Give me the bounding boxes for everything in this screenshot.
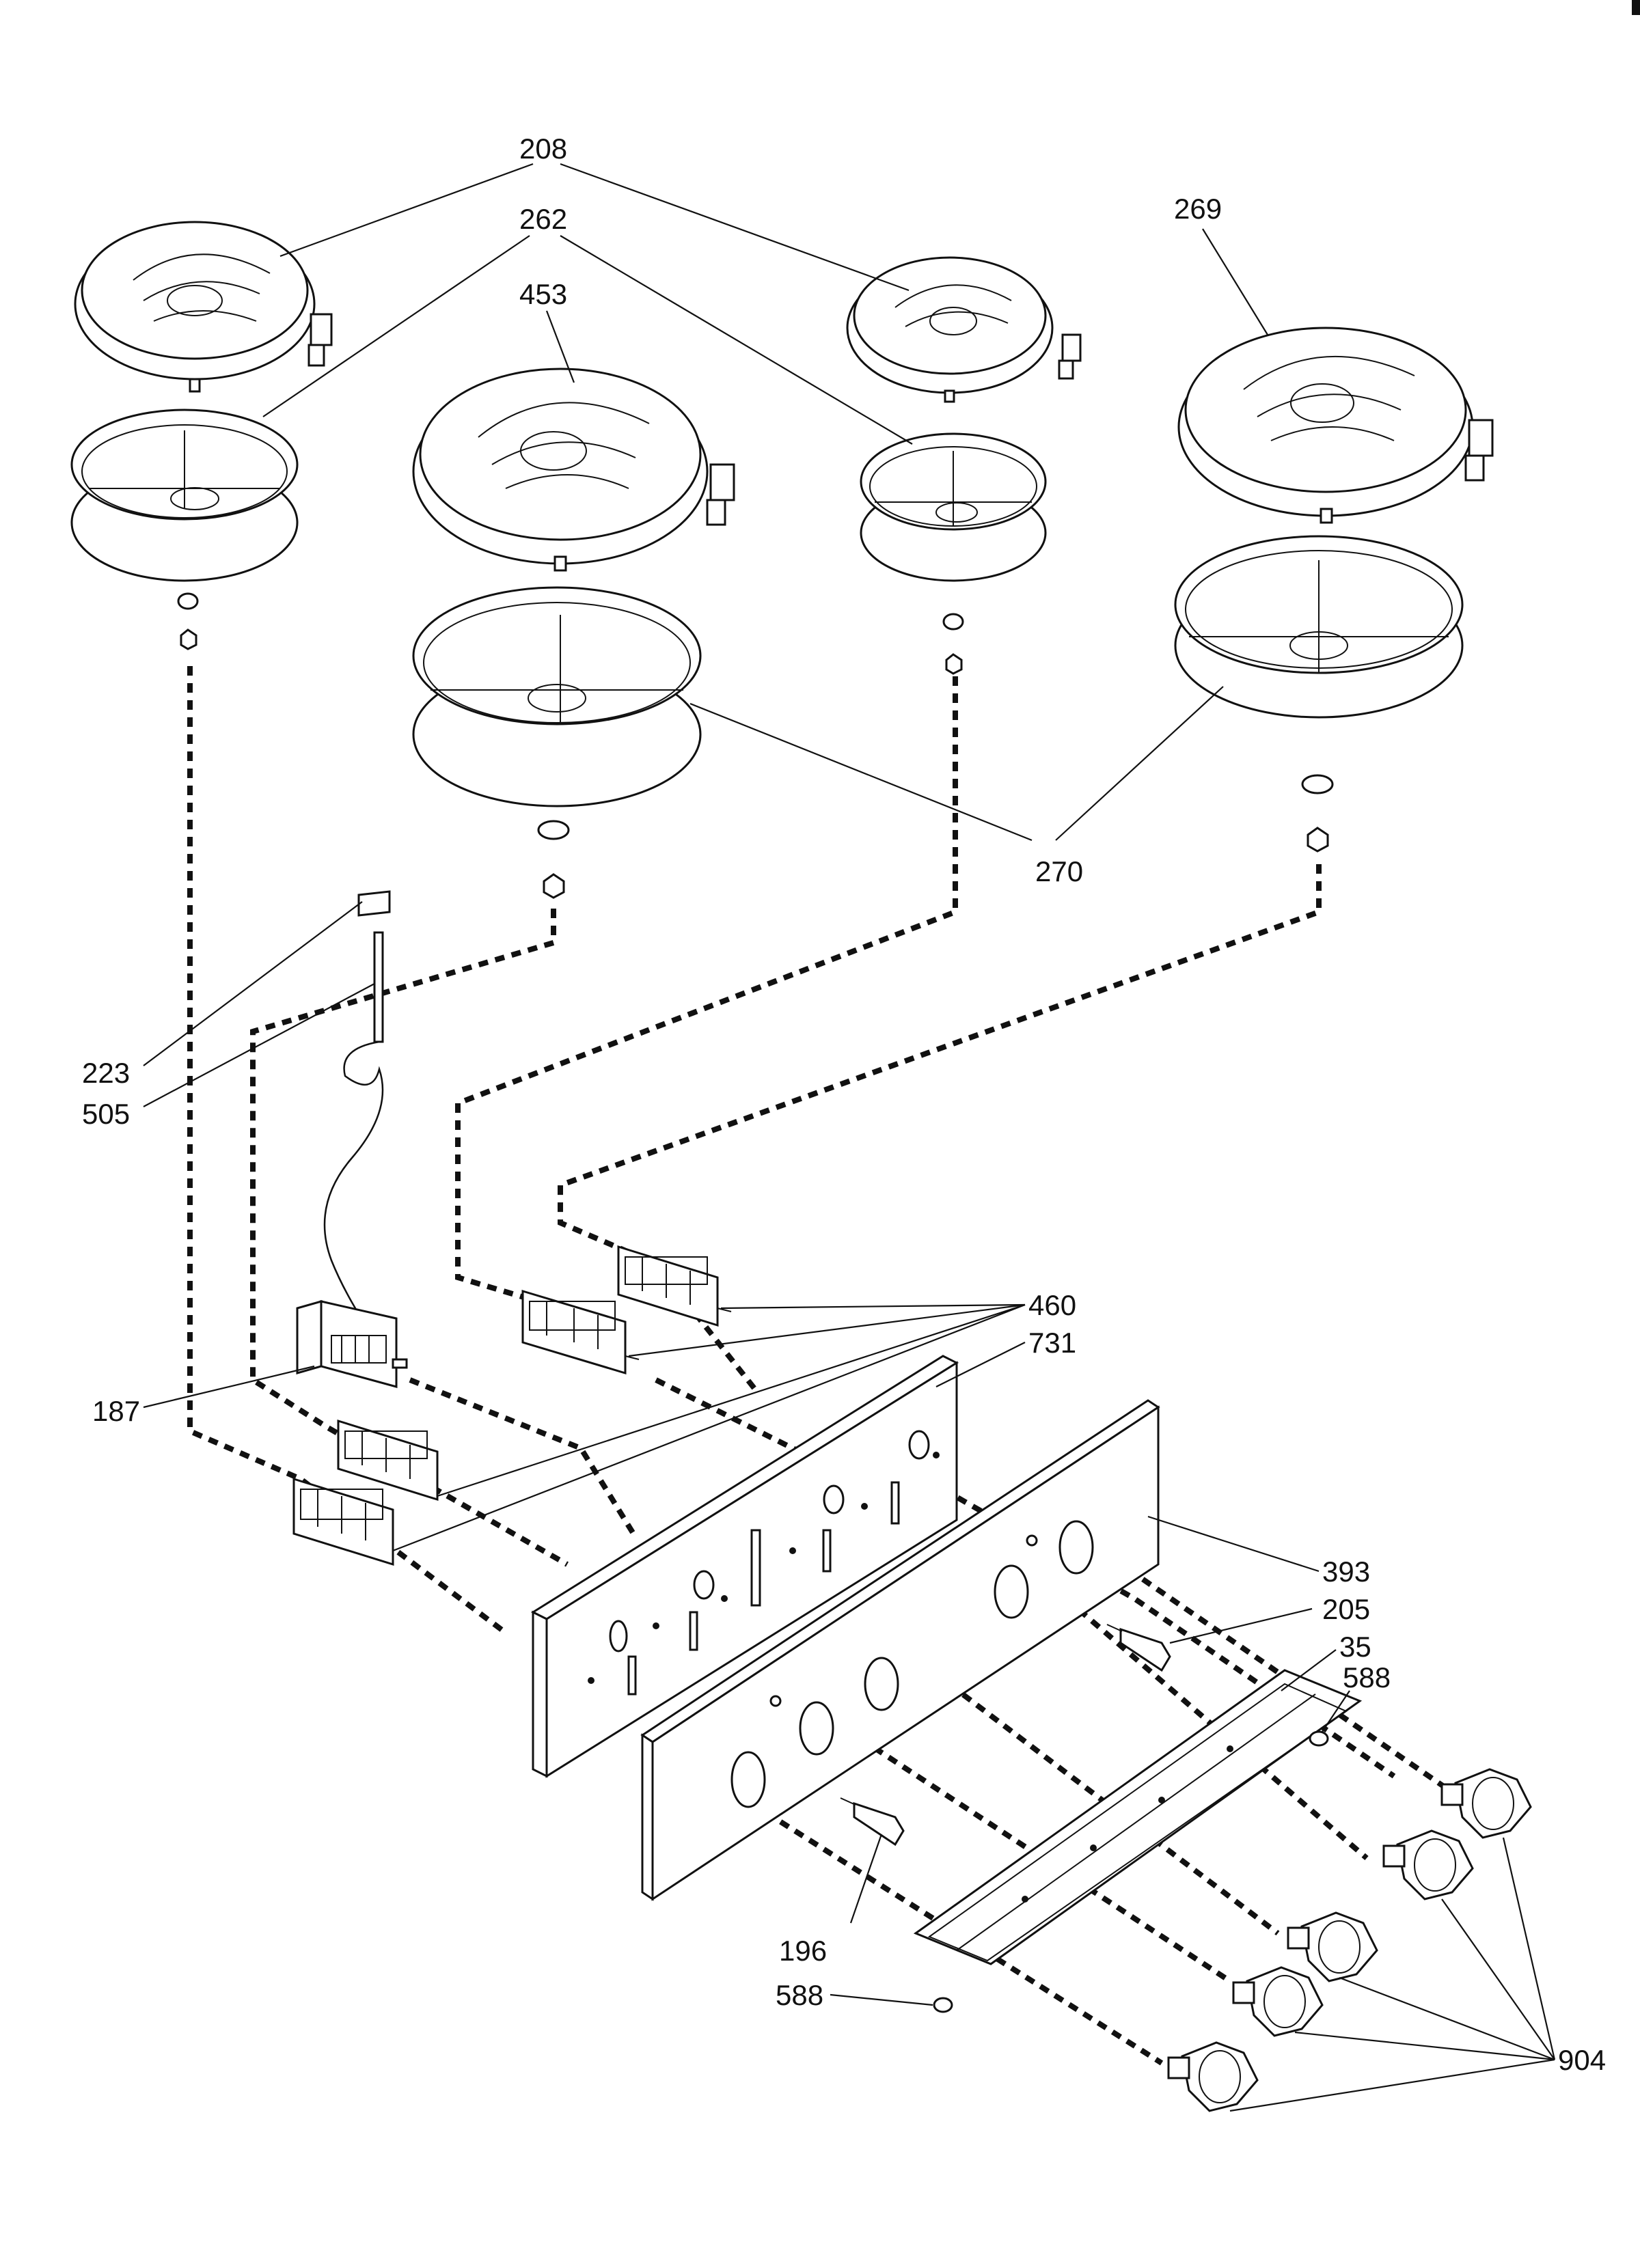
knob-904-4: [1232, 1966, 1324, 2037]
label-196: 196: [779, 1935, 827, 1967]
knob-904-2: [1382, 1829, 1474, 1900]
hotplate-rear-right-269: [1177, 327, 1494, 524]
pan-right-270: [1174, 535, 1464, 719]
hotplate-large-453: [412, 368, 735, 572]
part-labels: 208 262 453 269 270 223 505 187 460 731 …: [82, 133, 1606, 2076]
corner-mark: [1632, 0, 1640, 15]
pan-right-262: [860, 432, 1047, 582]
label-505: 505: [82, 1098, 130, 1130]
label-223: 223: [82, 1057, 130, 1089]
knob-904-3: [1287, 1911, 1378, 1982]
label-270: 270: [1035, 855, 1083, 887]
spindle-205: [1106, 1624, 1171, 1672]
label-262: 262: [519, 203, 567, 235]
knob-904-5: [1167, 2041, 1259, 2112]
switch-460-a: [617, 1245, 732, 1327]
label-187: 187: [92, 1395, 140, 1427]
control-panel-393: [640, 1399, 1160, 1901]
switch-460-b: [521, 1289, 640, 1375]
label-460: 460: [1028, 1289, 1076, 1321]
label-588-upper: 588: [1343, 1661, 1391, 1693]
label-208: 208: [519, 133, 567, 165]
clip-588-lower: [933, 1997, 953, 2013]
knob-904-1: [1440, 1768, 1532, 1839]
bracket-731: [530, 1355, 959, 1778]
label-35: 35: [1339, 1631, 1371, 1663]
hotplate-right-208: [846, 256, 1082, 403]
label-453: 453: [519, 278, 567, 310]
label-588-lower: 588: [776, 1979, 823, 2011]
spindle-196: [840, 1797, 905, 1847]
switch-460-d: [292, 1477, 394, 1566]
washers-and-nuts: [177, 592, 1334, 899]
label-393: 393: [1322, 1555, 1370, 1588]
capillary-505: [323, 931, 384, 1336]
trim-strip-35: [913, 1669, 1363, 1965]
label-269: 269: [1174, 193, 1222, 225]
label-731: 731: [1028, 1327, 1076, 1359]
switch-460-c: [337, 1419, 439, 1502]
clip-588-upper: [1309, 1730, 1329, 1747]
clip-223: [357, 890, 391, 917]
hotplate-left-208: [74, 221, 333, 393]
pan-center-270: [412, 586, 702, 807]
pan-left-262: [70, 409, 299, 582]
label-205: 205: [1322, 1593, 1370, 1625]
label-904: 904: [1558, 2044, 1606, 2076]
thermostat-187: [296, 1300, 408, 1388]
leader-lines: [143, 163, 1556, 2112]
